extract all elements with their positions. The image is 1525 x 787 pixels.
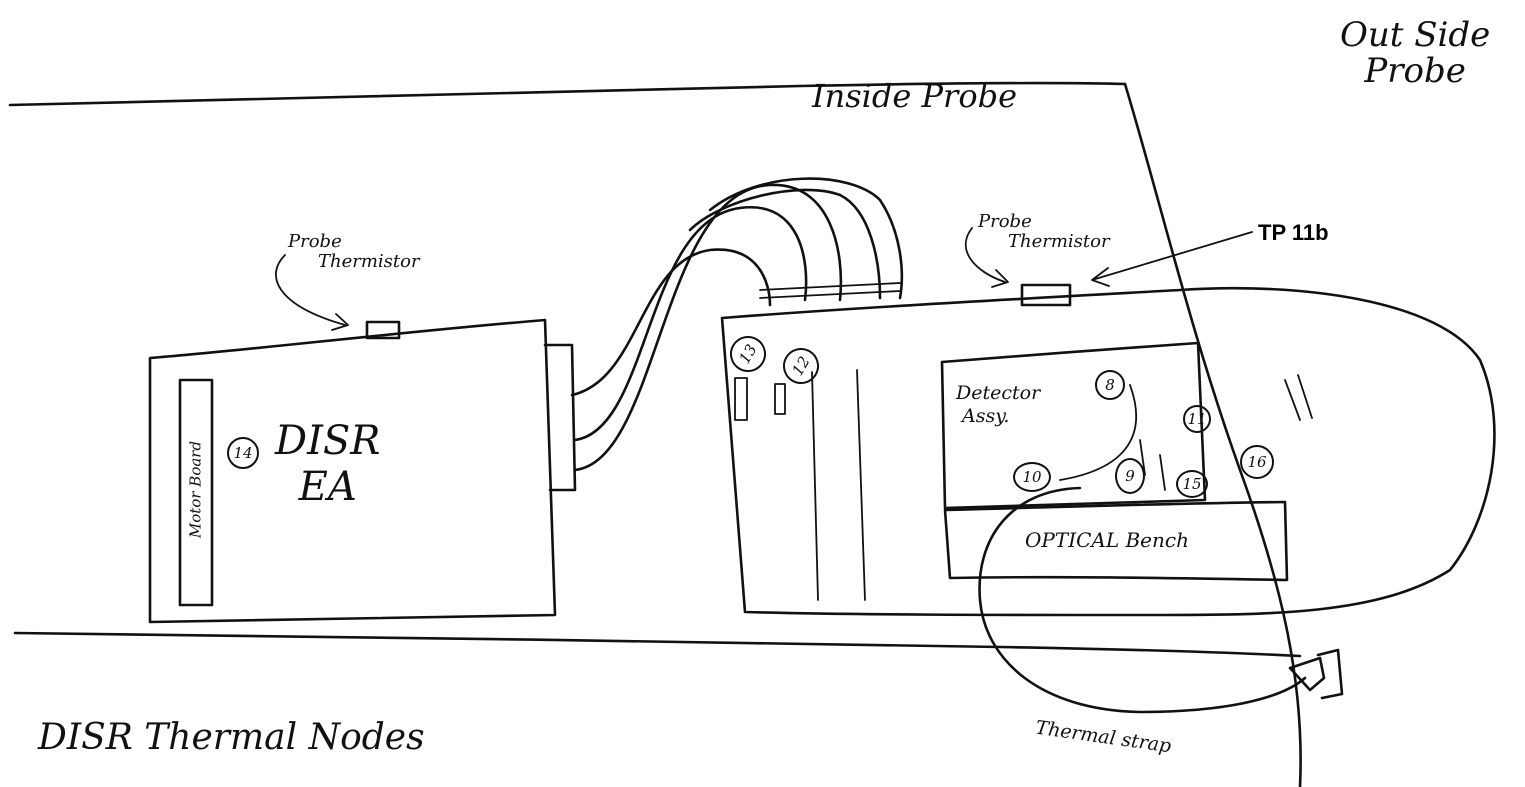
disr-ea-line2: EA — [275, 464, 380, 510]
optical-bench-label: OPTICAL Bench — [1025, 530, 1189, 550]
probe-thermistor-left-label: Probe Thermistor — [288, 232, 420, 272]
right-appendage — [1285, 375, 1312, 420]
inside-outside-boundary — [1125, 84, 1301, 787]
probe-thermistor-right-line1: Probe — [978, 212, 1110, 232]
node-10: 10 — [1013, 462, 1051, 492]
tp-11b-label: TP 11b — [1258, 222, 1329, 244]
probe-thermistor-right-label: Probe Thermistor — [978, 212, 1110, 252]
instrument-body — [722, 288, 1494, 615]
internal-line-b — [857, 370, 865, 600]
block-13 — [735, 378, 747, 420]
probe-bottom-edge — [15, 633, 1300, 656]
detector-fiber — [1060, 385, 1165, 490]
node-14: 14 — [227, 437, 259, 469]
tp-11b-arrow — [1092, 232, 1252, 286]
probe-thermistor-left-line1: Probe — [288, 232, 420, 252]
detector-assy-line1: Detector — [956, 382, 1040, 405]
detector-assy-line2: Assy. — [956, 405, 1040, 428]
outside-probe-label: Out Side Probe — [1340, 18, 1490, 89]
node-16: 16 — [1240, 445, 1274, 479]
thermal-strap-loop — [980, 488, 1305, 712]
disr-ea-label: DISR EA — [275, 418, 380, 510]
node-11: 11 — [1183, 405, 1211, 433]
outside-probe-line2: Probe — [1340, 54, 1490, 90]
diagram-title: DISR Thermal Nodes — [38, 720, 425, 756]
motor-board-label: Motor Board — [189, 440, 204, 540]
node-15: 15 — [1176, 470, 1208, 498]
probe-thermistor-right-block — [1022, 285, 1070, 305]
node-9: 9 — [1115, 458, 1145, 494]
probe-thermistor-left-line2: Thermistor — [288, 252, 420, 272]
node-8: 8 — [1095, 370, 1125, 400]
outside-probe-line1: Out Side — [1340, 18, 1490, 54]
cable-4 — [690, 190, 880, 298]
cable-2 — [575, 207, 806, 440]
disr-ea-line1: DISR — [275, 418, 380, 464]
internal-line-a — [812, 372, 818, 600]
probe-thermistor-right-line2: Thermistor — [978, 232, 1110, 252]
inside-probe-label: Inside Probe — [812, 80, 1017, 112]
block-12 — [775, 384, 785, 414]
cable-3 — [575, 185, 841, 470]
detector-assy-label: Detector Assy. — [956, 382, 1040, 428]
